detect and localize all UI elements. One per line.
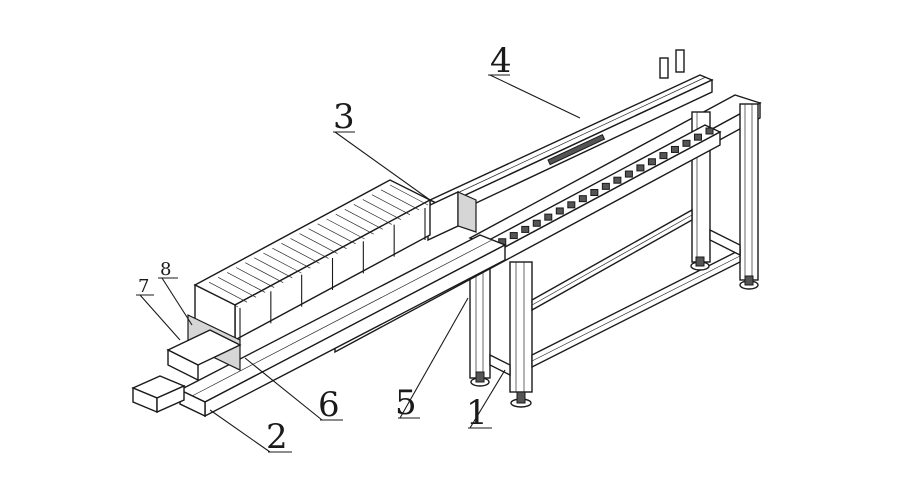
chain-link <box>682 139 691 147</box>
upper-rail <box>427 49 714 242</box>
chain-link <box>521 225 530 233</box>
plate-edge <box>371 194 411 216</box>
plate-edge <box>217 276 257 298</box>
plate-edge <box>290 238 329 259</box>
chain-link <box>659 152 668 160</box>
plate-edge <box>380 189 420 211</box>
plate-edge <box>226 272 266 293</box>
chain-link <box>705 127 714 135</box>
plate-edge <box>254 257 293 279</box>
chain-link <box>670 145 679 153</box>
plate-edge <box>326 218 365 240</box>
callout-4: 4 <box>490 41 512 81</box>
callout-3: 3 <box>333 97 355 137</box>
leveling-feet <box>470 256 759 408</box>
callout-6: 6 <box>318 385 340 425</box>
callout-8: 8 <box>160 259 171 280</box>
chain-link <box>693 133 702 141</box>
callout-7: 7 <box>138 276 149 297</box>
chain-link <box>532 219 541 227</box>
base-beam <box>131 234 507 418</box>
plate-edge <box>263 252 302 274</box>
plate-stack <box>166 179 432 382</box>
chain-link <box>624 170 633 178</box>
chain-link <box>555 207 564 215</box>
chain-link <box>636 164 645 172</box>
plate-edge <box>245 262 284 284</box>
plate-edge <box>272 247 311 269</box>
callout-labels: 4 3 5 1 6 2 7 8 <box>138 41 512 457</box>
callout-2: 2 <box>266 417 288 457</box>
plate-edge <box>362 199 402 220</box>
plate-edge <box>353 204 392 225</box>
plate-edge <box>199 286 239 308</box>
plate-edge <box>335 213 374 235</box>
chain-link <box>647 158 656 166</box>
callout-5: 5 <box>395 383 417 423</box>
chain-link <box>590 189 599 197</box>
chain-link <box>509 232 518 240</box>
plate-edge <box>236 267 275 288</box>
chain-link <box>544 213 553 221</box>
plate-edge <box>308 228 347 250</box>
chain-link <box>567 201 576 209</box>
plate-edge <box>344 208 383 230</box>
plate-edge <box>299 233 338 254</box>
chain-link <box>578 195 587 203</box>
plate-edge <box>317 223 356 245</box>
plate-edge <box>208 281 248 303</box>
callout-1: 1 <box>466 393 488 433</box>
plate-edge <box>389 184 429 206</box>
plate-edge <box>281 242 320 264</box>
chain-link <box>613 176 622 184</box>
leader-lines <box>136 74 581 453</box>
chain-link <box>601 182 610 190</box>
